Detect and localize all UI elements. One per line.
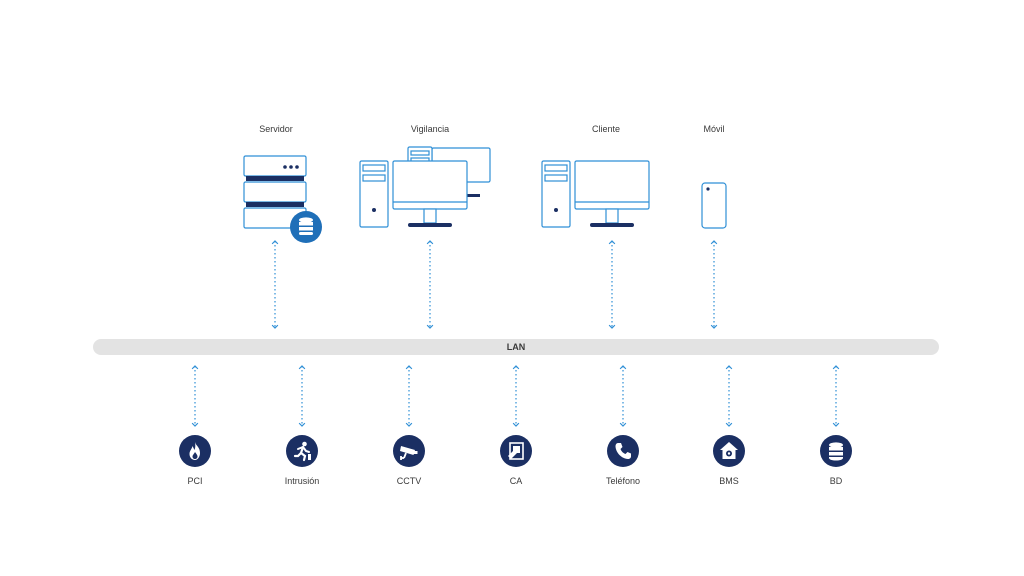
system-label-intrusion: Intrusión	[284, 476, 320, 486]
device-label-servidor: Servidor	[259, 124, 293, 134]
device-label-cliente: Cliente	[591, 124, 620, 134]
surveillance-workstation-icon	[359, 146, 491, 228]
server-icon	[243, 155, 307, 229]
fire-icon	[179, 435, 211, 467]
system-label-bms: BMS	[719, 476, 739, 486]
smart-home-icon	[713, 435, 745, 467]
system-label-bd: BD	[829, 476, 843, 486]
camera-icon	[393, 435, 425, 467]
device-label-vigilancia: Vigilancia	[410, 124, 450, 134]
phone-icon	[607, 435, 639, 467]
database-icon	[820, 435, 852, 467]
client-workstation-icon	[541, 160, 650, 228]
mobile-phone-icon	[701, 182, 727, 229]
lan-bus: LAN	[93, 339, 939, 355]
device-label-movil: Móvil	[703, 124, 725, 134]
system-label-ca: CA	[509, 476, 523, 486]
system-label-pci: PCI	[187, 476, 203, 486]
access-card-icon	[500, 435, 532, 467]
lan-label: LAN	[506, 342, 526, 352]
server-database-badge-icon	[290, 211, 322, 243]
system-label-cctv: CCTV	[396, 476, 422, 486]
running-person-icon	[286, 435, 318, 467]
system-label-telefono: Teléfono	[605, 476, 641, 486]
